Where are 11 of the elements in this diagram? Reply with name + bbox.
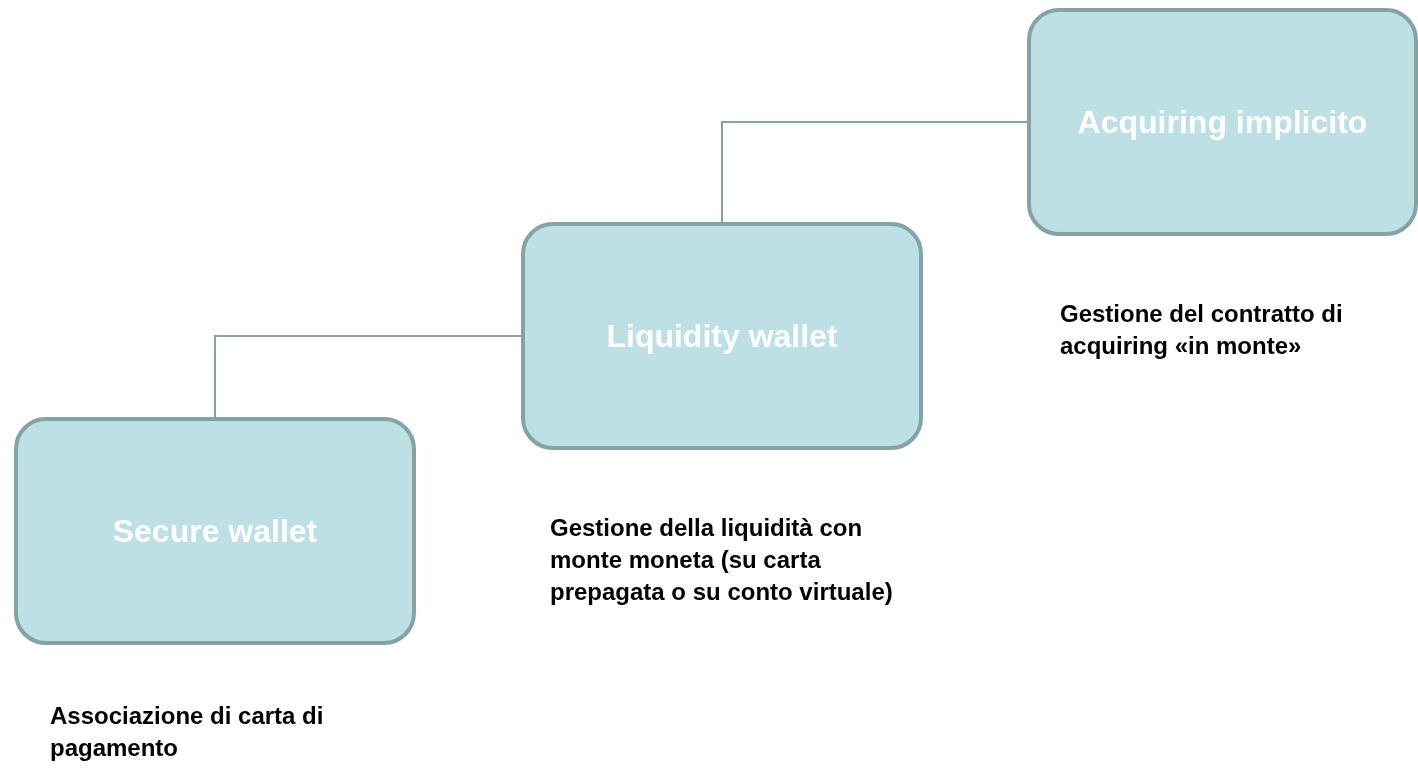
box-title: Secure wallet [111,512,319,551]
description-text: Gestione del contratto di acquiring «in monte» [1060,299,1344,361]
connector-line [214,335,522,418]
rounded-box [521,222,923,450]
rounded-box [14,417,416,645]
rounded-box [1027,8,1418,236]
box-title: Acquiring implicito [1076,103,1369,142]
connector-line [721,121,1028,223]
description-text: Gestione della liquidità con monte moneta (su carta prepagata o su conto virtuale) [550,513,894,607]
box-title: Liquidity wallet [605,317,839,356]
description-text: Associazione di carta di pagamento [50,701,325,763]
